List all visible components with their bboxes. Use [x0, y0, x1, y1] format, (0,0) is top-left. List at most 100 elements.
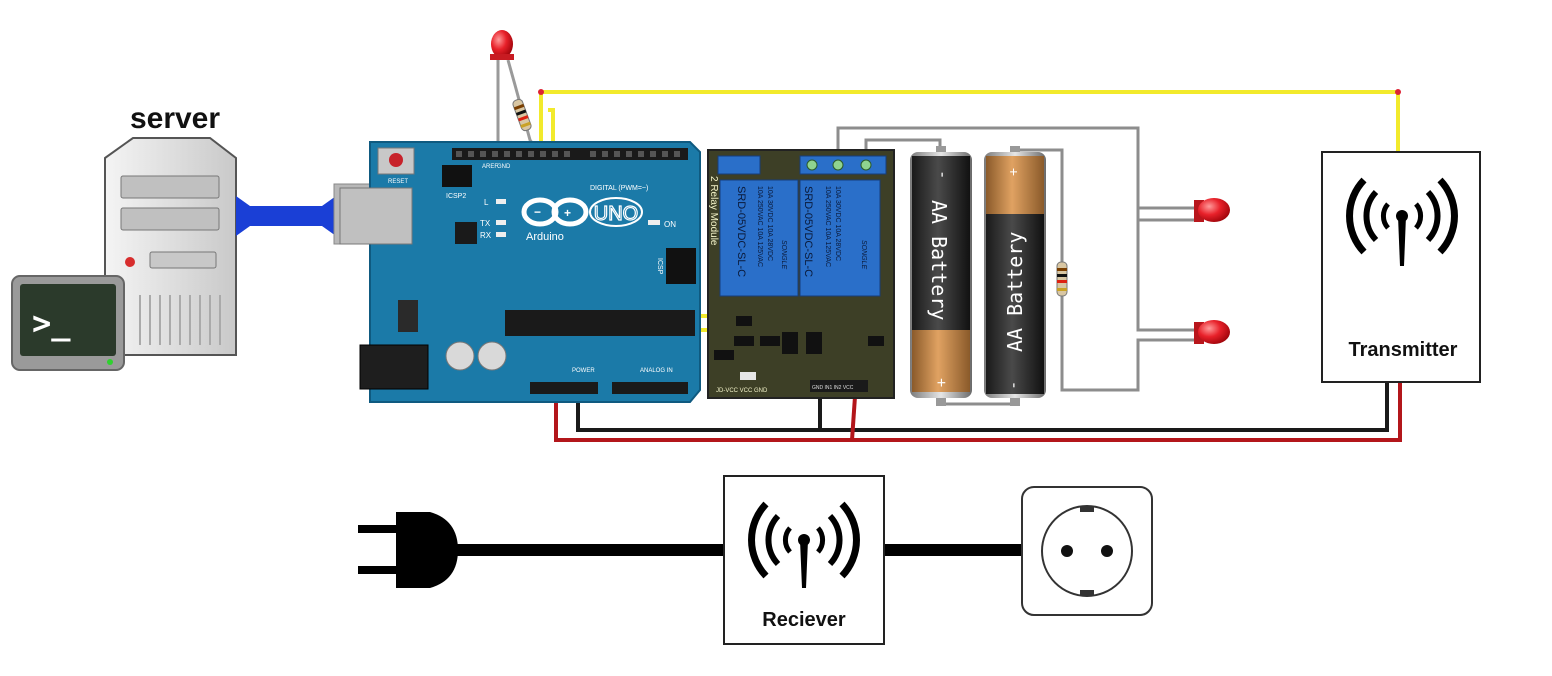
- reset-label: RESET: [388, 179, 408, 185]
- diode: [760, 336, 780, 346]
- relay-2-rating-1: 10A 250VAC 10A 125VAC: [824, 186, 831, 267]
- icsp2-header: [442, 165, 472, 187]
- arduino-uno-board: RESET ICSP2 AREF GND DIGITAL (PWM=~) L T…: [339, 141, 701, 403]
- server-label: server: [130, 102, 220, 135]
- server-bay: [120, 175, 220, 199]
- terminal-prompt: >_: [32, 304, 71, 342]
- receiver: Reciever: [723, 475, 885, 645]
- wire-gray-bat-link: [938, 402, 1017, 406]
- rx-led: [496, 232, 506, 237]
- power-socket-icon: [1021, 486, 1153, 616]
- jumper: [740, 372, 756, 380]
- relay-1-rating-2: 10A 30VDC 10A 28VDC: [766, 186, 773, 261]
- battery-1-label: AA Battery: [927, 200, 951, 320]
- receiver-label: Reciever: [762, 609, 846, 631]
- power-jack: [359, 344, 429, 390]
- digital-header-pins: [456, 151, 680, 157]
- wire-gray-led-bottom: [1136, 208, 1195, 332]
- server-power-led: [125, 257, 135, 267]
- aref-label: AREF: [482, 164, 498, 170]
- power-header: [530, 382, 598, 394]
- arduino-plus: +: [564, 206, 571, 220]
- smd-part: [714, 350, 734, 360]
- transistor: [868, 336, 884, 346]
- relay-pins-label: JD-VCC VCC GND: [716, 388, 768, 394]
- terminal-icon: >_: [11, 275, 125, 371]
- wire-joint: [1395, 89, 1401, 95]
- tx-led: [496, 220, 506, 225]
- transmitter-label: Transmitter: [1349, 339, 1458, 361]
- diode: [734, 336, 754, 346]
- arduino-minus-plus: −: [534, 205, 541, 219]
- battery-2: AA Battery + -: [984, 146, 1046, 406]
- transmitter: Transmitter: [1321, 151, 1481, 383]
- battery-1-minus: -: [934, 172, 951, 177]
- relay-header-label: GND IN1 IN2 VCC: [812, 385, 854, 391]
- uno-label: UNO: [594, 203, 638, 225]
- capacitor: [445, 341, 475, 371]
- battery-2-minus: -: [1005, 383, 1022, 388]
- wire-gray-bat-res: [1015, 148, 1195, 392]
- transistor: [736, 316, 752, 326]
- uno-badge: [589, 197, 643, 227]
- server-bay: [149, 251, 217, 269]
- icsp-header: [666, 248, 696, 284]
- relay-module-title: 2 Relay Module: [708, 176, 719, 246]
- battery-1-plus: +: [932, 378, 949, 387]
- relay-1: [719, 179, 799, 297]
- power-label: POWER: [572, 368, 595, 374]
- l-label: L: [484, 198, 489, 207]
- optocoupler: [806, 332, 822, 354]
- server-vents: [139, 295, 221, 345]
- on-led: [648, 220, 660, 225]
- wire-yellow-led: [548, 108, 555, 155]
- arduino-brand: Arduino: [526, 231, 564, 243]
- wire-joint: [538, 89, 544, 95]
- icsp-label: ICSP: [656, 258, 663, 275]
- indicator-led: [490, 30, 514, 60]
- relay-1-part: SRD-05VDC-SL-C: [735, 186, 747, 277]
- radio-signal-icon: [748, 501, 860, 588]
- relay-1-rating-1: 10A 250VAC 10A 125VAC: [756, 186, 763, 267]
- resistor: [1056, 261, 1068, 297]
- battery-2-plus: +: [1005, 168, 1021, 176]
- power-plug-icon: [358, 512, 458, 588]
- led-output-2: [1194, 320, 1230, 344]
- relay-2: [799, 179, 881, 297]
- tx-label: TX: [480, 219, 491, 228]
- battery-2-label: AA Battery: [1003, 232, 1027, 352]
- icsp2-label: ICSP2: [446, 193, 466, 200]
- server: server >_: [11, 102, 415, 371]
- led-output-1: [1194, 198, 1230, 222]
- on-label: ON: [664, 220, 676, 229]
- relay-2-rating-2: 10A 30VDC 10A 28VDC: [834, 186, 841, 261]
- analog-header: [612, 382, 688, 394]
- usb-chip: [455, 222, 477, 244]
- relay-2-part: SRD-05VDC-SL-C: [802, 186, 814, 277]
- gnd-label: GND: [497, 164, 511, 170]
- rx-label: RX: [480, 231, 492, 240]
- arduino-logo: [521, 197, 589, 227]
- analog-label: ANALOG IN: [640, 368, 673, 374]
- wire-yellow-transmitter: [539, 90, 1400, 155]
- digital-label: DIGITAL (PWM=~): [590, 185, 648, 192]
- relay-input-header: [810, 380, 868, 392]
- reset-button-cap: [389, 153, 403, 167]
- wire-black-gnd: [576, 382, 1389, 432]
- atmega-chip: [505, 310, 695, 336]
- optocoupler: [782, 332, 798, 354]
- relay-2-brand: SONGLE: [860, 240, 867, 270]
- radio-signal-icon: [1346, 177, 1458, 266]
- usb-jack: [339, 187, 413, 245]
- usb-cable: [236, 196, 336, 236]
- l-led: [496, 199, 506, 204]
- capacitor: [477, 341, 507, 371]
- relay-1-brand: SONGLE: [780, 240, 787, 270]
- battery-1: AA Battery - +: [910, 146, 972, 406]
- relay-module: SRD-05VDC-SL-C 10A 250VAC 10A 125VAC 10A…: [707, 149, 895, 399]
- screw-terminal: [717, 155, 761, 175]
- wire-gray-led-top: [836, 126, 1195, 210]
- regulator: [398, 300, 418, 332]
- wire-red-5v: [554, 382, 1402, 442]
- server-bay: [120, 207, 220, 231]
